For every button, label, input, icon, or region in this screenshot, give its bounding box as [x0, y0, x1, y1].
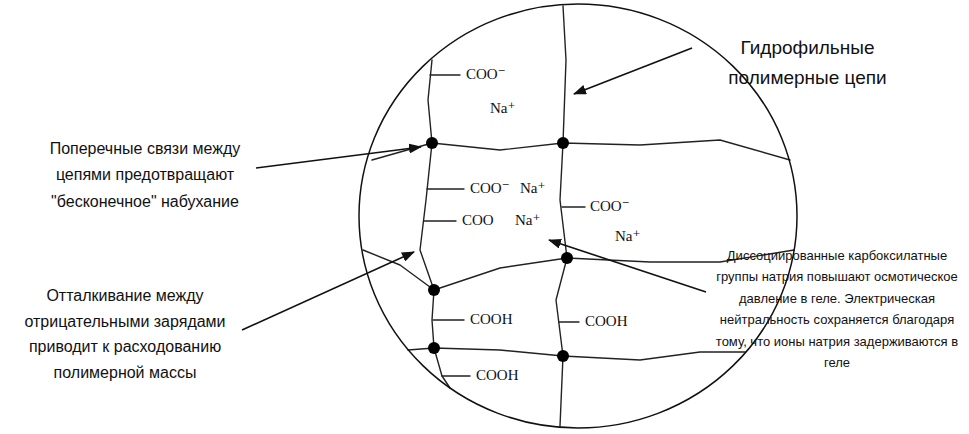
gel-particle: COO⁻ Na⁺ COO⁻ Na⁺ COO⁻ COO Na⁺ Na⁺ COOH COOH COOH [358, 3, 798, 429]
crosslink-dot [426, 137, 438, 149]
crosslink-dot [557, 137, 569, 149]
chemical-group-label: COO⁻ [466, 66, 506, 83]
annotation-label: Поперечные связи между цепями предотвращ… [40, 136, 250, 215]
side-group [427, 188, 464, 189]
chemical-group-label: COO⁻ [590, 198, 630, 215]
crosslink-dot [561, 252, 573, 264]
leader-arrow [574, 48, 692, 94]
chemical-group-label: Na⁺ [520, 180, 545, 197]
side-group [433, 319, 464, 320]
chemical-group-label: COOH [470, 311, 513, 328]
polymer-chain [420, 60, 450, 388]
leader-arrow [242, 252, 414, 330]
chemical-group-label: COOH [476, 367, 519, 384]
annotation-label: Отталкивание между отрицательными заряда… [15, 283, 235, 385]
polymer-chain [556, 6, 567, 426]
chemical-group-label: Na⁺ [615, 228, 640, 245]
chemical-group-label: Na⁺ [515, 212, 540, 229]
side-group [562, 206, 585, 207]
annotation-label: Диссоциированные карбоксилатные группы н… [712, 245, 962, 374]
side-group [430, 74, 460, 75]
gel-outline-svg [358, 3, 798, 429]
leader-arrow [549, 240, 706, 292]
polymer-chain [408, 348, 745, 360]
chemical-group-label: COOH [585, 313, 628, 330]
side-group [424, 220, 456, 221]
crosslink-dot [557, 350, 569, 362]
side-group [442, 375, 470, 376]
crosslink-dot [428, 342, 440, 354]
chemical-group-label: COO [462, 212, 494, 229]
side-group [559, 321, 579, 322]
chemical-group-label: Na⁺ [490, 100, 515, 117]
crosslink-dot [428, 284, 440, 296]
leader-arrow [256, 147, 421, 168]
chemical-group-label: COO⁻ [470, 180, 510, 197]
annotation-label: Гидрофильные полимерные цепи [700, 33, 915, 94]
